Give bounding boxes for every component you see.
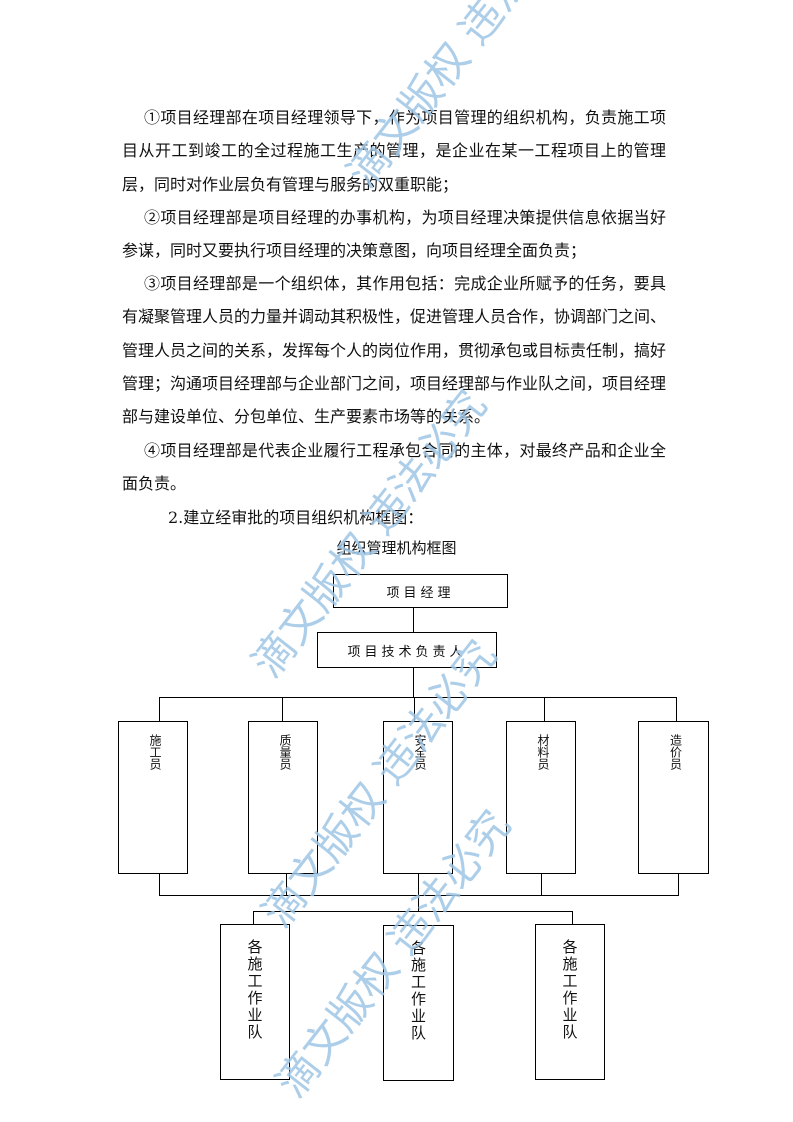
team-label: 各施工作业队 bbox=[410, 939, 426, 1042]
node-work-team: 各施工作业队 bbox=[383, 925, 454, 1081]
connector bbox=[676, 697, 677, 721]
paragraph-1: ①项目经理部在项目经理领导下，作为项目管理的组织机构，负责施工项目从开工到竣工的… bbox=[122, 108, 666, 194]
node-work-team: 各施工作业队 bbox=[535, 924, 605, 1080]
connector bbox=[286, 874, 287, 895]
role-label: 施工员 bbox=[148, 734, 162, 770]
team-label: 各施工作业队 bbox=[247, 938, 263, 1041]
paragraph-3: ③项目经理部是一个组织体，其作用包括：完成企业所赋予的任务，要具有凝聚管理人员的… bbox=[122, 274, 667, 427]
node-work-team: 各施工作业队 bbox=[220, 924, 290, 1080]
connector bbox=[159, 874, 160, 895]
node-role: 质量员 bbox=[248, 721, 318, 874]
connector bbox=[282, 697, 283, 721]
connector bbox=[413, 608, 414, 632]
diagram-caption: 组织管理机构框图 bbox=[336, 539, 457, 557]
connector bbox=[678, 874, 679, 895]
connector bbox=[418, 874, 419, 911]
role-label: 安全员 bbox=[413, 734, 427, 770]
connector bbox=[414, 697, 415, 721]
paragraph-2: ②项目经理部是项目经理的办事机构，为项目经理决策提供信息依据当好参谋，同时又要执… bbox=[122, 208, 666, 261]
node-project-manager: 项目经理 bbox=[333, 574, 508, 608]
connector bbox=[544, 697, 545, 721]
paragraph-4: ④项目经理部是代表企业履行工程承包合同的主体，对最终产品和企业全面负责。 bbox=[122, 441, 666, 494]
node-technical-lead: 项目技术负责人 bbox=[317, 632, 497, 668]
connector bbox=[541, 874, 542, 895]
role-label: 材料员 bbox=[536, 734, 550, 770]
connector bbox=[253, 911, 254, 924]
connector bbox=[159, 895, 679, 896]
role-label: 造价员 bbox=[668, 734, 683, 770]
section-heading: 2.建立经审批的项目组织机构框图： bbox=[168, 508, 424, 527]
node-role: 安全员 bbox=[383, 721, 453, 874]
node-role: 施工员 bbox=[118, 721, 188, 874]
connector bbox=[572, 911, 573, 924]
connector bbox=[159, 697, 677, 698]
node-role: 造价员 bbox=[638, 721, 709, 874]
team-label: 各施工作业队 bbox=[562, 938, 578, 1041]
connector bbox=[159, 697, 160, 721]
connector bbox=[253, 911, 573, 912]
node-role: 材料员 bbox=[506, 721, 576, 874]
role-label: 质量员 bbox=[278, 734, 292, 770]
connector bbox=[413, 668, 414, 697]
